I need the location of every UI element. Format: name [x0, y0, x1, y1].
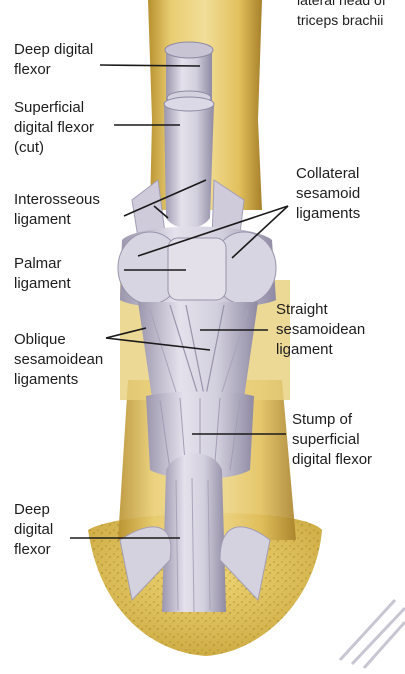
label-straight-sesamoidean-ligament: Straight sesamoidean ligament [276, 300, 365, 360]
leader-deep-digital-flexor-top [100, 65, 200, 66]
label-interosseous-ligament: Interosseous ligament [14, 190, 100, 230]
superficial-digital-flexor-cut [164, 97, 214, 229]
label-oblique-sesamoidean-ligaments: Oblique sesamoidean ligaments [14, 330, 103, 390]
label-stump-superficial-digital-flexor: Stump of superficial digital flexor [292, 410, 372, 470]
label-deep-digital-flexor-bottom: Deep digital flexor [14, 500, 53, 560]
corner-texture [340, 600, 405, 668]
label-top-caption: lateral head of triceps brachii [297, 0, 386, 30]
label-collateral-sesamoid-ligaments: Collateral sesamoid ligaments [296, 164, 360, 224]
label-deep-digital-flexor-top: Deep digital flexor [14, 40, 93, 80]
label-palmar-ligament: Palmar ligament [14, 254, 71, 294]
label-superficial-digital-flexor: Superficial digital flexor (cut) [14, 98, 94, 158]
sesamoidean-ligaments [138, 302, 258, 398]
